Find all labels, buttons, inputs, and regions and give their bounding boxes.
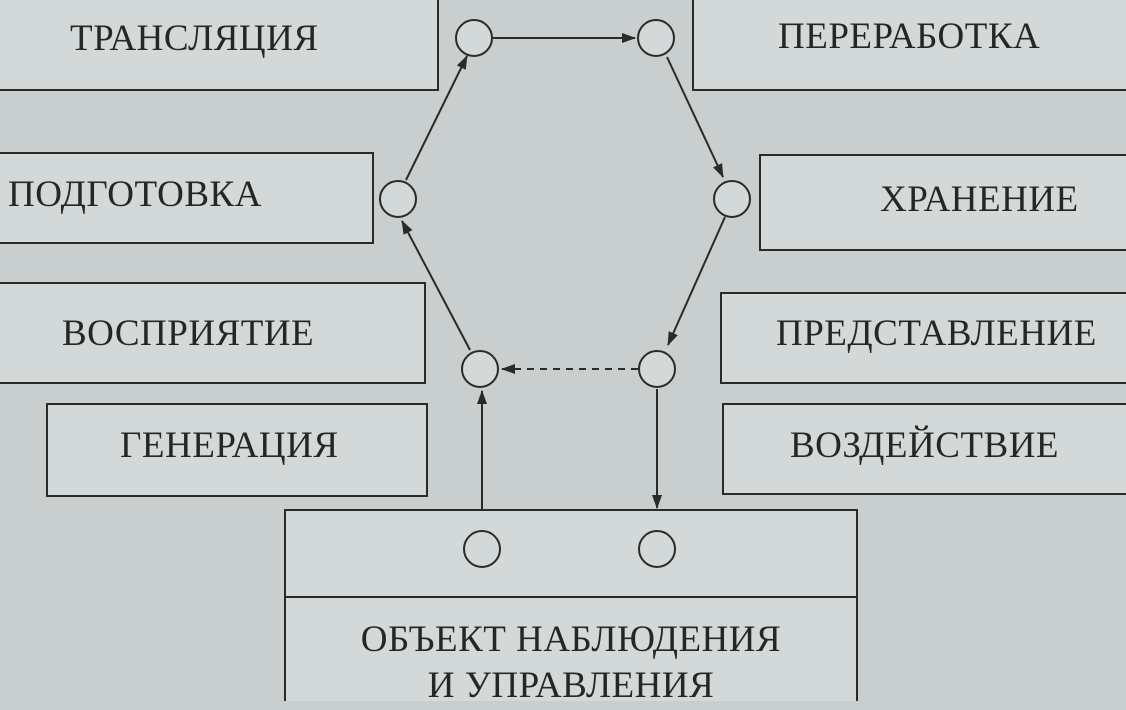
box-perception xyxy=(0,282,426,384)
label-translation: ТРАНСЛЯЦИЯ xyxy=(70,18,319,59)
box-translation xyxy=(0,0,439,91)
object-title: ОБЪЕКТ НАБЛЮДЕНИЯ И УПРАВЛЕНИЯ xyxy=(285,617,857,710)
box-presentation xyxy=(720,292,1126,384)
label-preparation: ПОДГОТОВКА xyxy=(8,174,262,215)
node-preparation xyxy=(379,180,417,218)
object-box xyxy=(284,509,858,701)
node-translation xyxy=(455,19,493,57)
arrow-preparation-to-translation xyxy=(405,55,468,181)
box-processing xyxy=(692,0,1126,91)
label-perception: ВОСПРИЯТИЕ xyxy=(62,313,315,354)
label-generation: ГЕНЕРАЦИЯ xyxy=(120,425,339,466)
object-title-line2: И УПРАВЛЕНИЯ xyxy=(427,665,715,707)
arrow-storage-to-presentation xyxy=(667,216,726,346)
arrow-processing-to-storage xyxy=(666,56,724,178)
box-influence xyxy=(722,403,1126,495)
label-storage: ХРАНЕНИЕ xyxy=(880,179,1079,220)
box-preparation xyxy=(0,152,374,244)
node-object-in xyxy=(463,530,501,568)
label-influence: ВОЗДЕЙСТВИЕ xyxy=(790,425,1060,466)
node-perception xyxy=(461,350,499,388)
object-title-line1: ОБЪЕКТ НАБЛЮДЕНИЯ xyxy=(360,619,782,660)
label-presentation: ПРЕДСТАВЛЕНИЕ xyxy=(776,313,1097,354)
arrow-perception-to-preparation xyxy=(401,220,471,351)
node-processing xyxy=(637,19,675,57)
box-storage xyxy=(759,154,1126,251)
label-processing: ПЕРЕРАБОТКА xyxy=(778,16,1041,57)
node-storage xyxy=(713,180,751,218)
node-object-out xyxy=(638,530,676,568)
node-presentation xyxy=(638,350,676,388)
box-generation xyxy=(46,403,428,497)
